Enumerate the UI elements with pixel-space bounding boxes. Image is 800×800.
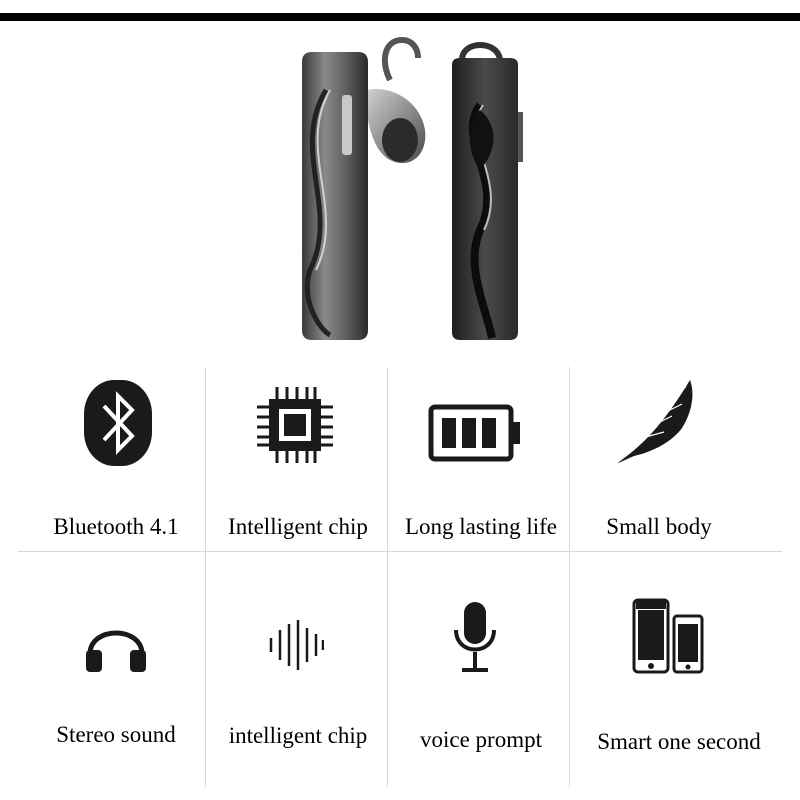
feature-label-bluetooth: Bluetooth 4.1	[53, 514, 179, 539]
feature-label-intelligent-chip: Intelligent chip	[228, 514, 368, 539]
divider-horizontal	[18, 551, 782, 552]
divider-vertical-1	[205, 367, 206, 787]
divider-vertical-2	[387, 367, 388, 787]
feature-label-stereo-sound: Stereo sound	[56, 722, 176, 747]
headphones-icon	[86, 630, 146, 672]
feature-label-voice-prompt: voice prompt	[420, 727, 542, 752]
bluetooth-icon	[84, 380, 152, 466]
top-border-bar	[0, 13, 800, 21]
feature-label-small-body: Small body	[606, 514, 712, 539]
divider-vertical-3	[569, 367, 570, 787]
feature-label-intelligent-chip-2: intelligent chip	[228, 723, 368, 748]
bluetooth-headset-image	[302, 36, 523, 340]
sound-wave-icon	[269, 620, 324, 670]
feature-label-smart-one-second: Smart one second	[597, 729, 761, 754]
battery-icon	[428, 404, 520, 462]
microphone-icon	[454, 602, 496, 672]
feature-label-long-lasting-life: Long lasting life	[404, 514, 558, 539]
smartphones-icon	[632, 598, 704, 674]
feather-icon	[615, 380, 693, 465]
chip-icon	[257, 387, 333, 463]
